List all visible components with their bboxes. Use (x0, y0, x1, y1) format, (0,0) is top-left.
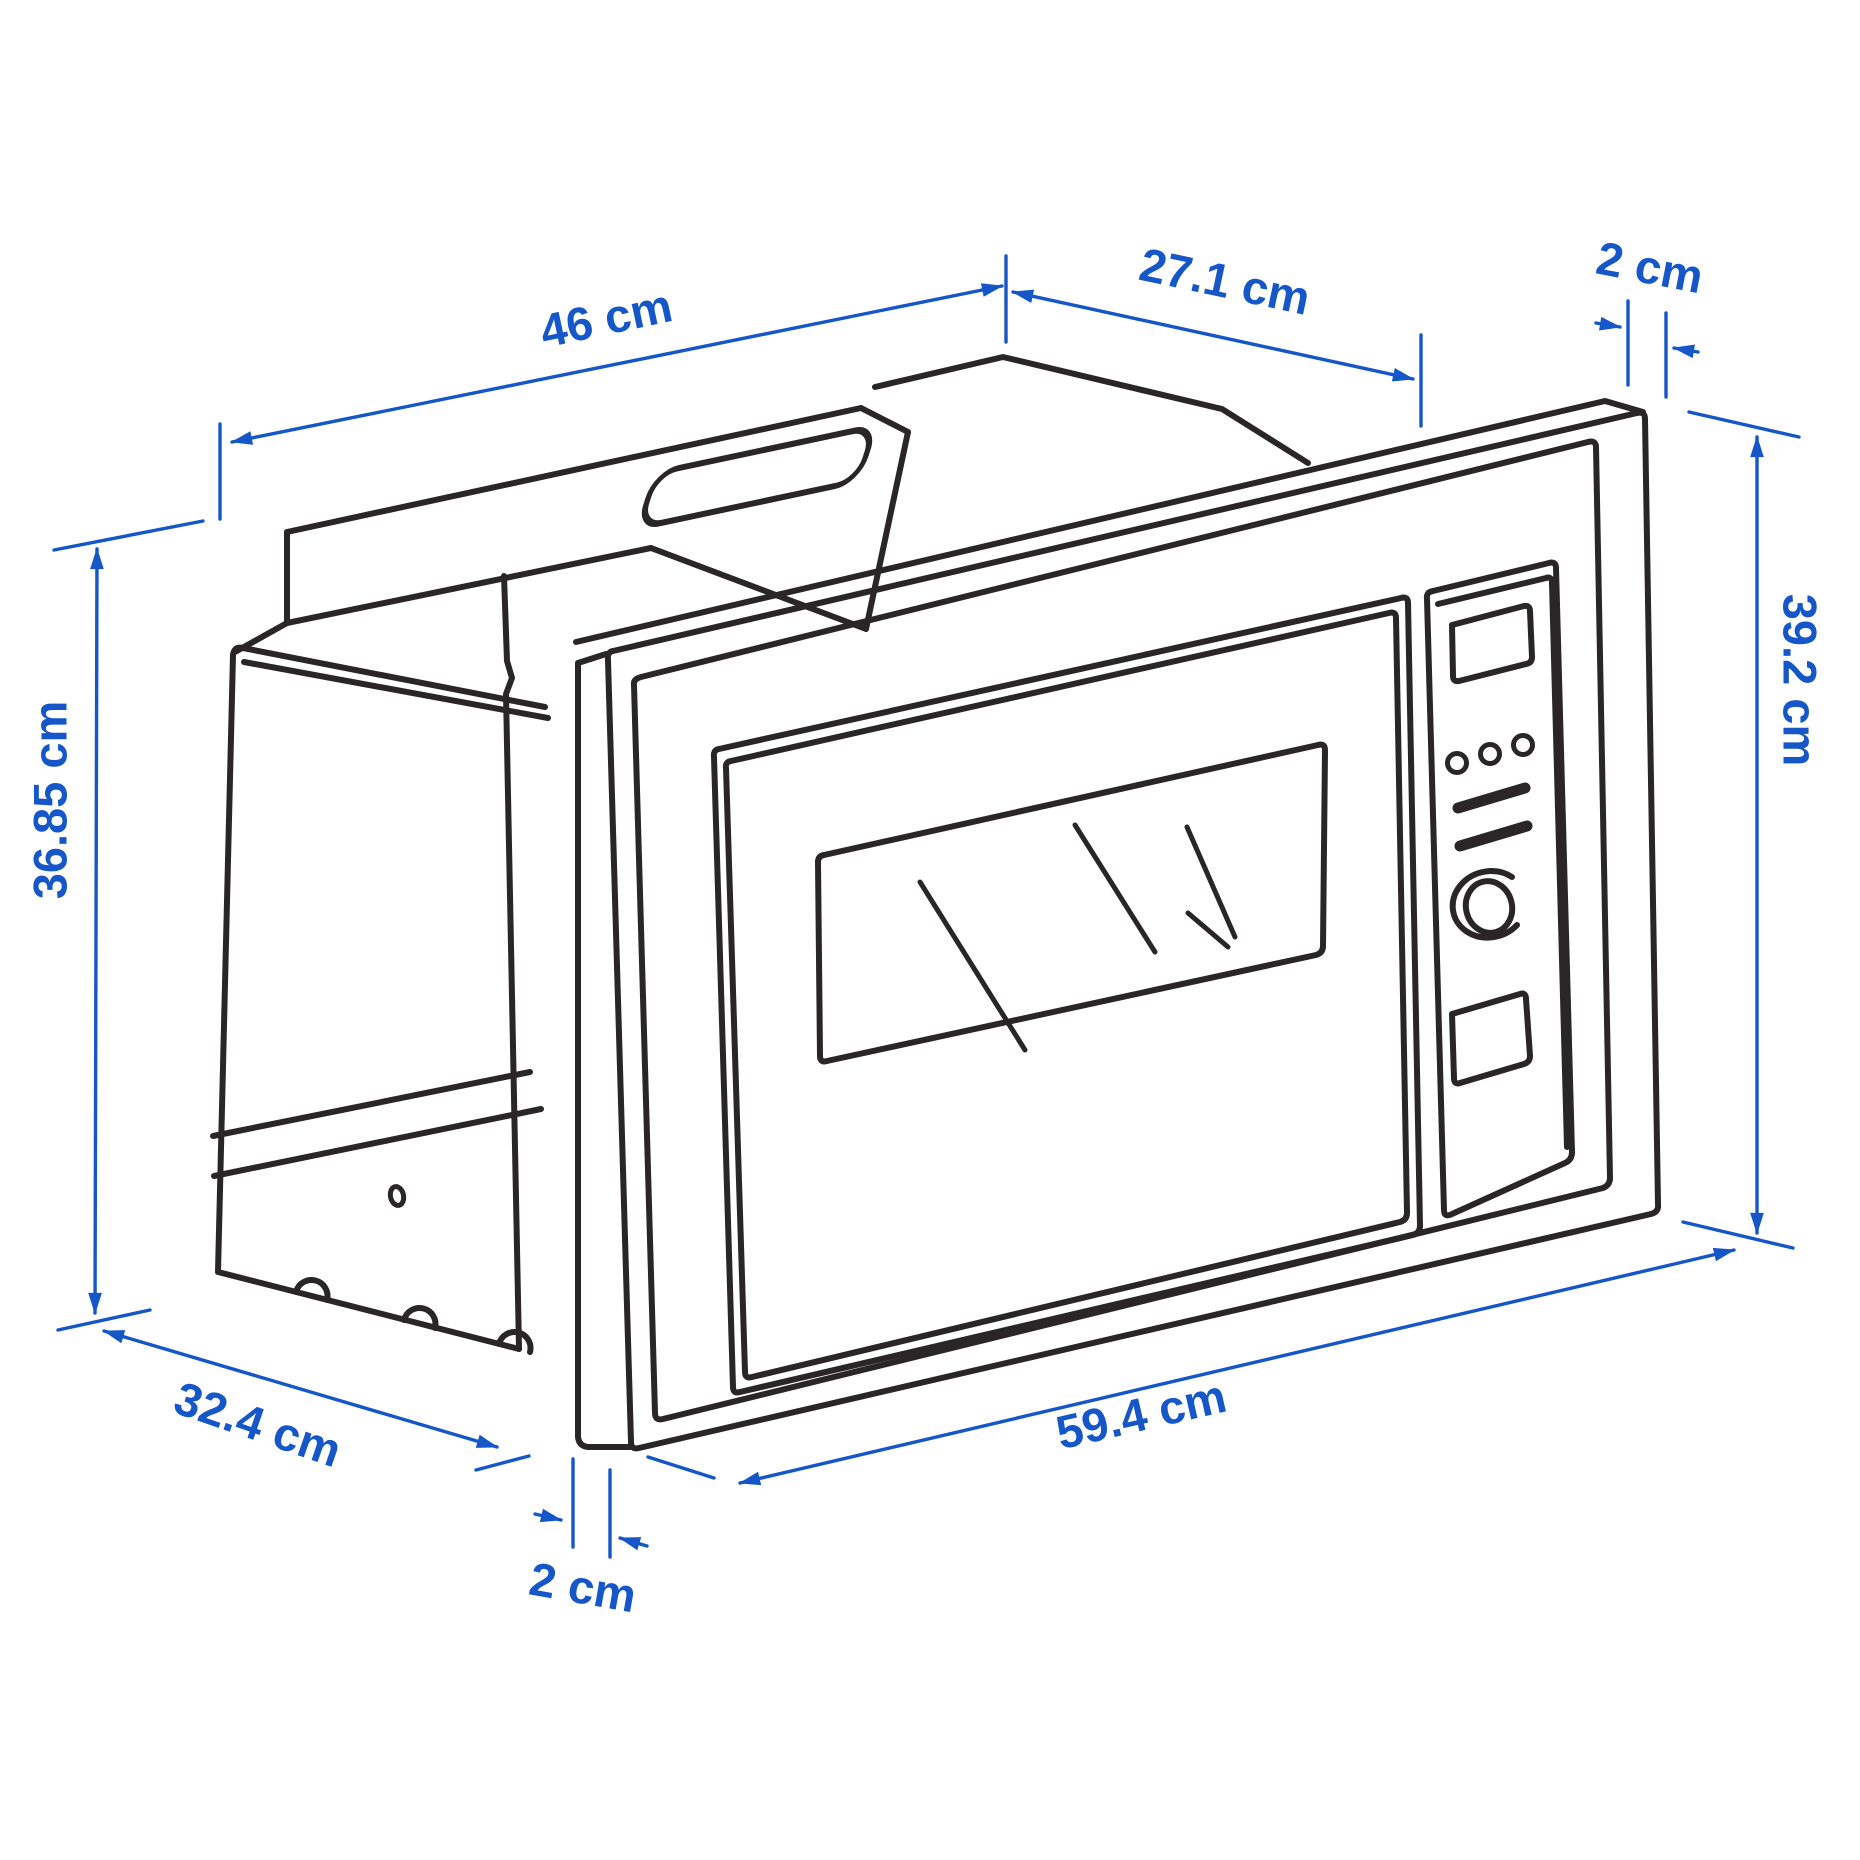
dimension-right-height: 39.2 cm (1681, 410, 1827, 1250)
vent-slot (641, 427, 873, 527)
display (1449, 602, 1535, 685)
dimension-line (230, 283, 1004, 445)
dimension-label-right-height: 39.2 cm (1774, 594, 1827, 766)
vent-foot (293, 1277, 331, 1303)
side-panel-seam (211, 1106, 544, 1179)
dimension-label-left-height: 36.85 cm (24, 701, 77, 900)
dimension-arrow (533, 1508, 563, 1523)
bottom-button (1449, 990, 1533, 1087)
dimension-arrow (618, 1536, 649, 1551)
side-panel-seam (210, 1069, 533, 1139)
indicator-dot (1478, 742, 1502, 766)
dimension-bottom-depth: 32.4 cm (102, 1329, 531, 1477)
door-window (815, 741, 1328, 1065)
vent-foot (496, 1329, 534, 1355)
dimension-tick (1681, 1220, 1795, 1250)
dimension-bottom-thickness: 2 cm (526, 1457, 649, 1623)
dimension-annotations: 46 cm 27.1 cm 2 cm 36.85 cm (24, 231, 1827, 1623)
glass-reflections (917, 822, 1238, 1053)
control-panel (1423, 559, 1575, 1219)
dimension-label-front-width: 59.4 cm (1051, 1369, 1231, 1459)
screw-hole (387, 1184, 407, 1208)
dimension-line (1011, 289, 1415, 382)
dimension-label-bottom-thickness: 2 cm (526, 1552, 641, 1623)
dimension-label-bottom-depth: 32.4 cm (168, 1371, 348, 1477)
dimension-tick (56, 1308, 152, 1332)
dimension-arrow (1672, 344, 1700, 359)
dimension-top-depth: 27.1 cm (1011, 237, 1423, 428)
indicator-dot (1445, 751, 1469, 775)
door (710, 594, 1423, 1396)
dimension-left-height: 36.85 cm (24, 519, 205, 1332)
top-vent-housing (232, 405, 911, 655)
cabinet-top-edge (872, 354, 1311, 466)
dimension-tick (1687, 410, 1801, 439)
side-panel-front-edge (501, 573, 522, 1352)
dimension-line (102, 1329, 499, 1449)
dimension-top-width: 46 cm (218, 254, 1008, 521)
vent-foot (401, 1305, 439, 1331)
dimension-line (738, 1247, 1736, 1486)
dimension-tick (474, 1454, 531, 1472)
dimension-line (88, 547, 104, 1315)
dimension-label-top-thickness: 2 cm (1592, 231, 1707, 303)
slim-button (1454, 820, 1533, 852)
rotary-knob-center (1462, 878, 1516, 936)
dimension-label-top-depth: 27.1 cm (1135, 237, 1315, 325)
front-frame (573, 398, 1662, 1452)
cabinet-side-panel (210, 573, 551, 1355)
microwave-drawing (210, 354, 1662, 1452)
dimension-label-top-width: 46 cm (535, 278, 676, 358)
dimension-top-thickness: 2 cm (1592, 231, 1708, 399)
indicator-dot (1511, 733, 1535, 757)
rotary-knob (1449, 868, 1520, 941)
frame-left-edge (575, 651, 633, 1450)
dimension-arrow (1594, 316, 1622, 331)
slim-button (1452, 782, 1531, 814)
dimension-tick (646, 1455, 716, 1480)
dimension-tick (52, 519, 205, 552)
